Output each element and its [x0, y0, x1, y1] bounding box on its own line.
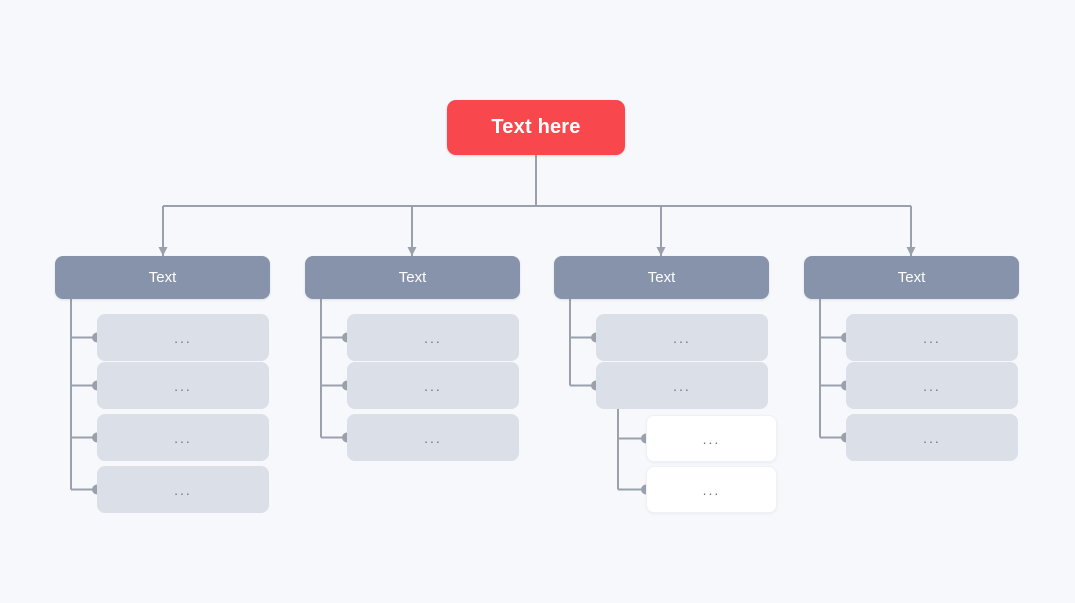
child-node-1-1[interactable]: ... [97, 314, 269, 361]
child-node-2-1[interactable]: ... [347, 314, 519, 361]
child-node-4-3[interactable]: ... [846, 414, 1018, 461]
column-header-3[interactable]: Text [554, 256, 769, 299]
child-node-4-1[interactable]: ... [846, 314, 1018, 361]
child-node-1-2[interactable]: ... [97, 362, 269, 409]
column-header-label-4: Text [897, 269, 926, 286]
child-node-1-4[interactable]: ... [97, 466, 269, 513]
column-header-2[interactable]: Text [305, 256, 520, 299]
child-node-label-1-4: ... [174, 481, 192, 498]
leaf-node-3-2-2[interactable]: ... [646, 466, 777, 513]
leaf-node-label-3-2-1: ... [702, 430, 721, 447]
child-node-label-2-2: ... [424, 377, 442, 394]
root-node-label: Text here [491, 116, 581, 138]
child-node-label-4-2: ... [923, 377, 941, 394]
column-header-1[interactable]: Text [55, 256, 270, 299]
child-node-3-1[interactable]: ... [596, 314, 768, 361]
child-node-label-1-2: ... [174, 377, 192, 394]
child-node-label-1-3: ... [174, 429, 192, 446]
child-node-label-3-2: ... [673, 377, 691, 394]
column-header-4[interactable]: Text [804, 256, 1019, 299]
column-header-label-2: Text [398, 269, 427, 286]
child-node-label-1-1: ... [174, 329, 192, 346]
child-node-label-4-3: ... [923, 429, 941, 446]
child-node-3-2[interactable]: ... [596, 362, 768, 409]
child-node-2-2[interactable]: ... [347, 362, 519, 409]
leaf-node-label-3-2-2: ... [702, 481, 721, 498]
child-node-label-3-1: ... [673, 329, 691, 346]
root-node[interactable]: Text here [447, 100, 625, 155]
child-node-label-2-1: ... [424, 329, 442, 346]
child-node-label-4-1: ... [923, 329, 941, 346]
child-node-4-2[interactable]: ... [846, 362, 1018, 409]
child-node-2-3[interactable]: ... [347, 414, 519, 461]
child-node-1-3[interactable]: ... [97, 414, 269, 461]
child-node-label-2-3: ... [424, 429, 442, 446]
column-header-label-1: Text [148, 269, 177, 286]
leaf-node-3-2-1[interactable]: ... [646, 415, 777, 462]
column-header-label-3: Text [647, 269, 676, 286]
